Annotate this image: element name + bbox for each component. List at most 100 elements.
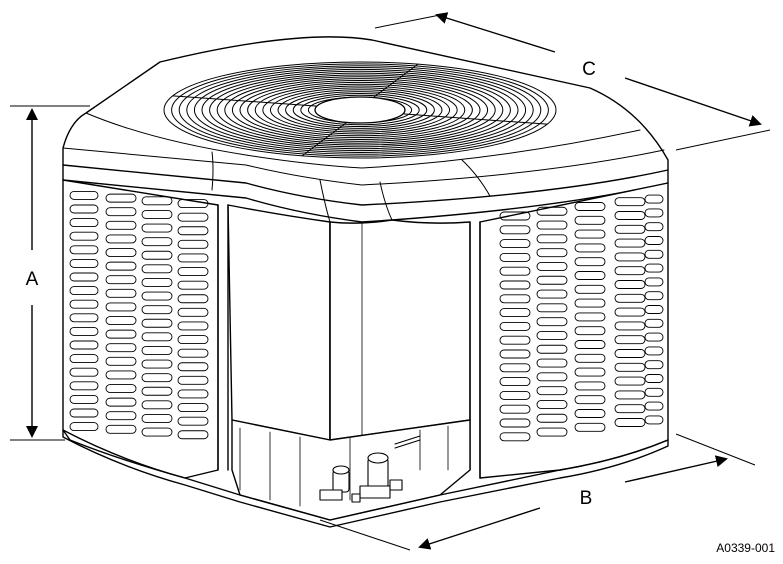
louver-slot <box>141 386 173 396</box>
louver-slot <box>574 353 606 363</box>
louver-slot <box>536 427 568 437</box>
louver-slot <box>177 416 209 426</box>
louver-slot <box>177 212 209 222</box>
louver-slot <box>536 303 568 313</box>
louver-slot <box>574 326 606 336</box>
louver-slot <box>69 218 99 228</box>
louver-slot <box>141 196 173 206</box>
louver-slot <box>105 193 137 203</box>
louver-slot <box>536 262 568 271</box>
louver-slot <box>574 271 606 280</box>
louver-slot <box>574 243 606 253</box>
louver-slot <box>177 403 209 413</box>
louver-slot <box>105 220 137 230</box>
louver-slot <box>574 367 606 377</box>
grille-spoke <box>402 113 548 125</box>
dim-b-arrow-right <box>624 455 728 483</box>
left-panel-outline <box>62 179 219 479</box>
dim-c-arrow-up <box>435 12 556 53</box>
louver-slot <box>69 381 99 391</box>
louver-slot <box>177 335 209 345</box>
louver-slot <box>536 206 568 216</box>
louver-slot <box>177 430 209 440</box>
grille-ring <box>186 67 534 153</box>
louver-slot <box>644 277 664 287</box>
fan-hub <box>314 96 406 124</box>
louver-slot <box>644 415 664 425</box>
louver-slot <box>499 321 531 331</box>
grille-ring <box>254 83 466 137</box>
louver-slot <box>614 335 646 345</box>
louver-slot <box>141 237 173 247</box>
louver-slot <box>105 316 137 325</box>
louver-slot <box>574 409 606 418</box>
grille-ring <box>178 65 542 155</box>
louver-slot <box>141 359 173 369</box>
louver-slot <box>644 249 664 259</box>
louver-slot <box>614 418 646 427</box>
louver-slot <box>177 362 209 372</box>
louver-slot <box>177 375 209 385</box>
top-cap <box>62 36 669 223</box>
louver-slot <box>105 411 137 421</box>
louver-slot <box>644 401 664 411</box>
louver-slot <box>614 307 646 317</box>
dim-b-extension <box>675 433 756 466</box>
louver-slot <box>574 340 606 349</box>
louver-slot <box>105 329 137 339</box>
louver-slot <box>177 348 209 358</box>
louver-slot <box>574 257 606 267</box>
louver-slot <box>105 261 137 271</box>
dim-b-extension-left <box>319 519 411 551</box>
louver-slot <box>105 275 137 285</box>
louver-slot <box>499 239 531 249</box>
louver-slot <box>141 223 173 233</box>
louver-slot <box>105 343 137 353</box>
louver-slot <box>499 390 531 400</box>
louvered-coil-guard <box>69 190 209 440</box>
louver-slot <box>644 222 664 232</box>
louver-slot <box>614 224 646 234</box>
louver-slot <box>536 234 568 244</box>
dim-c-extension-top <box>374 13 446 29</box>
louver-slot <box>69 190 99 200</box>
grille-spoke <box>301 121 348 157</box>
louver-slot <box>177 226 209 236</box>
grille-ring <box>231 78 489 142</box>
louver-slot <box>614 211 646 220</box>
condenser-unit <box>62 36 669 528</box>
louver-slot <box>536 372 568 382</box>
louver-slot <box>644 194 664 204</box>
louver-slot <box>177 389 209 399</box>
louver-slot <box>141 209 173 219</box>
louver-slot <box>614 321 646 331</box>
louver-slot <box>141 291 173 301</box>
service-panel <box>227 204 331 441</box>
grille-ring <box>285 91 435 129</box>
louver-slot <box>177 267 209 277</box>
louver-slot <box>141 305 173 315</box>
louver-slot <box>614 252 646 262</box>
louver-slot <box>177 307 209 317</box>
louver-slot <box>105 302 137 312</box>
louver-slot <box>536 275 568 285</box>
louver-slot <box>499 349 531 359</box>
dimension-label-a: A <box>26 269 39 290</box>
grille-spoke <box>172 95 318 107</box>
grille-ring <box>239 80 481 140</box>
grille-ring <box>163 61 557 159</box>
louver-slot <box>69 313 99 323</box>
louver-slot <box>614 404 646 414</box>
louver-slot <box>177 280 209 290</box>
louver-slot <box>574 422 606 432</box>
louver-slot <box>614 376 646 386</box>
louver-slot <box>141 264 173 274</box>
dimension-lines <box>10 12 771 551</box>
louver-slot <box>574 229 606 239</box>
louver-slot <box>536 400 568 409</box>
louver-slot <box>644 263 664 273</box>
louver-slot <box>177 239 209 249</box>
louver-slot <box>536 386 568 396</box>
louver-slot <box>105 248 137 257</box>
